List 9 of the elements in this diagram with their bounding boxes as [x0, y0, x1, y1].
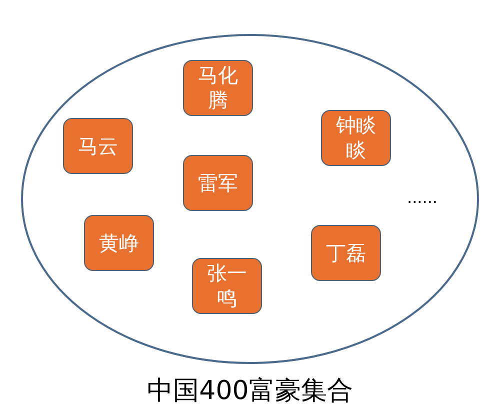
name-box: 雷军 [183, 155, 253, 211]
name-box: 钟睒睒 [321, 110, 391, 166]
name-box: 张一鸣 [192, 258, 262, 314]
set-title: 中国400富豪集合 [146, 375, 354, 408]
name-box: 马云 [63, 118, 133, 174]
ellipsis-text: ...... [407, 188, 438, 207]
name-box: 丁磊 [311, 225, 381, 281]
name-box: 黄峥 [84, 215, 154, 271]
name-box: 马化腾 [183, 60, 253, 116]
